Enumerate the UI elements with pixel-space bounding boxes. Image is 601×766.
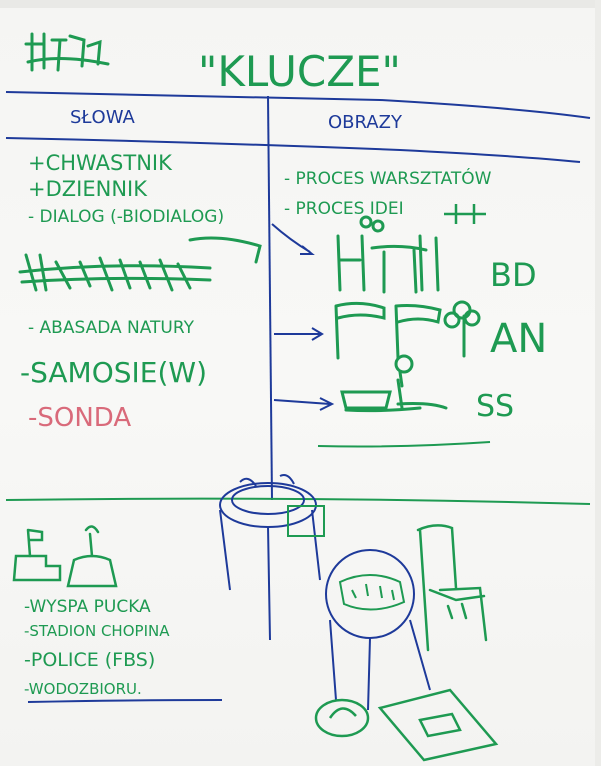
corner-doodle-icon <box>26 34 108 70</box>
section-divider <box>6 499 590 504</box>
images-column-header: OBRAZY <box>328 112 403 133</box>
word-item: +CHWASTNIK <box>28 151 173 175</box>
code-bd: BD <box>490 256 537 294</box>
word-item-red: -SONDA <box>28 403 131 433</box>
words-column-header: SŁOWA <box>70 107 136 128</box>
word-item: - DIALOG (-BIODIALOG) <box>28 207 224 227</box>
image-item: - PROCES WARSZTATÓW <box>284 167 492 189</box>
process-arrows-icon <box>444 204 486 224</box>
circle-plant-sketch <box>326 550 430 710</box>
word-item: -SAMOSIE(W) <box>20 356 207 389</box>
place-item: -WODOZBIORU. <box>24 680 142 698</box>
places-underline <box>28 700 222 702</box>
seedlings-icon <box>342 356 446 411</box>
connector-arrows <box>272 224 332 410</box>
word-item: +DZIENNIK <box>28 177 148 201</box>
column-divider <box>268 96 272 500</box>
chair-sketch <box>418 525 486 650</box>
code-ss: SS <box>476 389 514 424</box>
code-an: AN <box>490 316 547 362</box>
flags-flower-icon <box>336 302 479 358</box>
podium-flag-icon <box>14 526 116 586</box>
place-item: -POLICE (FBS) <box>24 649 155 671</box>
book-sketch <box>380 690 496 760</box>
place-item: -STADION CHOPINA <box>24 622 170 640</box>
place-item: -WYSPA PUCKA <box>24 597 151 617</box>
page-title: "KLUCZE" <box>198 47 401 96</box>
grass-marks <box>340 575 404 610</box>
image-item: - PROCES IDEI <box>284 199 404 219</box>
bowl-sketch <box>316 700 368 736</box>
people-table-icon <box>338 217 438 292</box>
crossed-out-word <box>20 238 260 290</box>
word-item: - ABASADA NATURY <box>28 318 195 338</box>
images-underline <box>318 442 490 447</box>
